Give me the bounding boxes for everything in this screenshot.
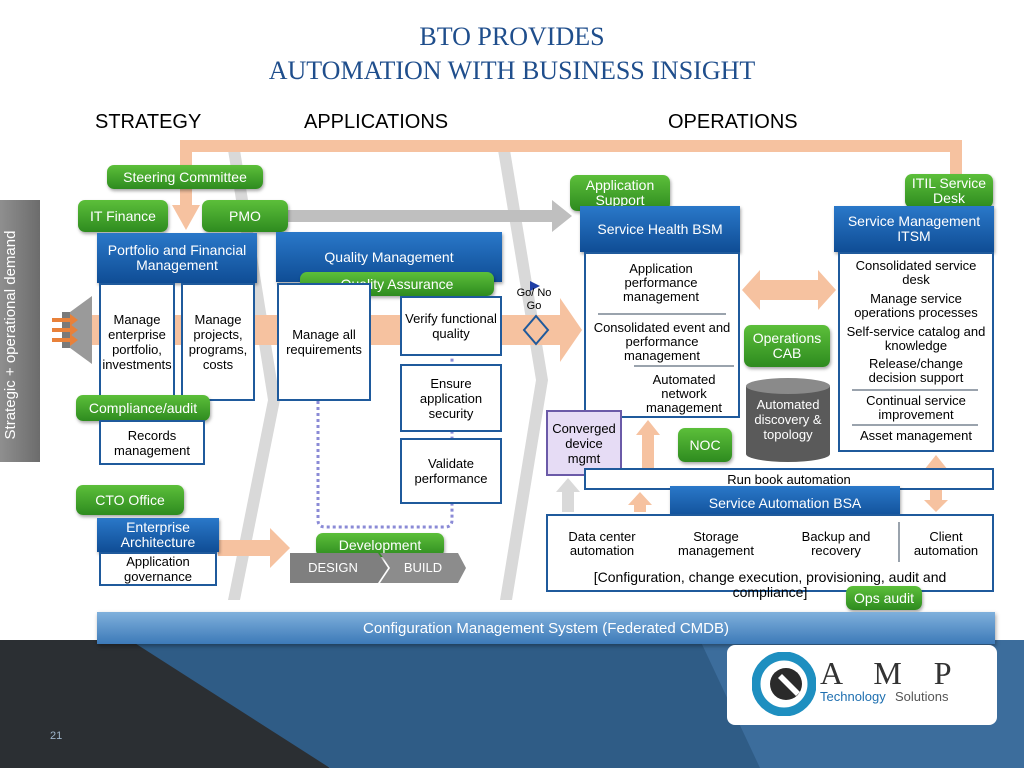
itsm-item-3: Self-service catalog and knowledge — [846, 324, 986, 353]
itsm-item-5: Continual service improvement — [866, 393, 966, 422]
ensure-box: Ensure application security — [400, 364, 502, 432]
logo-mark — [751, 651, 817, 717]
build-label: BUILD — [403, 560, 443, 575]
logo-letters: A M P — [820, 655, 964, 691]
logo-word-technology: Technology — [820, 689, 886, 704]
dc-auto-text: Data center automation — [568, 529, 636, 558]
portfolio-header: Portfolio and Financial Management — [97, 233, 257, 283]
discovery-cylinder — [746, 378, 830, 462]
ea-header: Enterprise Architecture — [97, 518, 219, 552]
storage-text: Storage management — [678, 529, 754, 558]
sh-separator — [598, 313, 726, 315]
itsm-item-6: Asset management — [859, 428, 972, 443]
logo-swirl-icon — [751, 651, 817, 717]
sa-divider — [898, 522, 900, 562]
side-label: Strategic + operational demand — [2, 230, 19, 440]
go-nogo-label: Go/ No Go — [516, 287, 552, 312]
service-health-header: Service Health BSM — [580, 206, 740, 252]
noc-tag: NOC — [678, 428, 732, 462]
cto-office-tag: CTO Office — [76, 485, 184, 515]
backup-text: Backup and recovery — [801, 529, 871, 558]
itsm-header: Service Management ITSM — [834, 206, 994, 252]
side-banner — [0, 200, 40, 462]
page-number: 21 — [50, 730, 63, 742]
apm-text: Application performance management — [623, 261, 699, 304]
config-text: [Configuration, change execution, provis… — [593, 569, 947, 600]
itsm-separator — [852, 389, 978, 391]
cmdb-bar: Configuration Management System (Federat… — [97, 612, 995, 644]
title-line-1: BTO PROVIDES — [419, 22, 605, 51]
cylinder-shape — [746, 378, 830, 462]
design-build-bar — [290, 553, 466, 583]
manage-projects-box: Manage projects, programs, costs — [181, 283, 255, 401]
it-finance-tag: IT Finance — [78, 200, 168, 232]
verify-box: Verify functional quality — [400, 296, 502, 356]
design-build-chevrons — [290, 553, 466, 583]
itsm-separator-2 — [852, 424, 978, 426]
discovery-text: Automated discovery & topology — [754, 397, 822, 442]
steering-committee-tag: Steering Committee — [107, 165, 263, 189]
manage-portfolio-box: Manage enterprise portfolio, investments — [99, 283, 175, 401]
event-text: Consolidated event and performance manag… — [593, 320, 731, 363]
title-line-2: AUTOMATION WITH BUSINESS INSIGHT — [268, 56, 756, 85]
logo-word-solutions: Solutions — [895, 689, 949, 704]
pmo-tag: PMO — [202, 200, 288, 232]
validate-box: Validate performance — [400, 438, 502, 504]
client-text: Client automation — [913, 529, 979, 558]
itsm-item-4: Release/change decision support — [868, 356, 964, 385]
itsm-item-2: Manage service operations processes — [854, 291, 978, 320]
design-label: DESIGN — [308, 560, 358, 575]
records-box: Records management — [99, 420, 205, 465]
ops-audit-tag: Ops audit — [846, 586, 922, 610]
itsm-box — [838, 252, 994, 452]
service-automation-box — [546, 514, 994, 592]
itsm-item-1: Consolidated service desk — [855, 258, 977, 287]
app-governance-box: Application governance — [99, 552, 217, 586]
column-strategy: STRATEGY — [95, 111, 202, 133]
converged-box: Converged device mgmt — [546, 410, 622, 476]
compliance-tag: Compliance/audit — [76, 395, 210, 421]
ops-cab-tag: Operations CAB — [744, 325, 830, 367]
itil-tag: ITIL Service Desk — [905, 174, 993, 208]
manage-req-box: Manage all requirements — [277, 283, 371, 401]
service-health-box — [584, 252, 740, 418]
app-support-tag: Application Support — [570, 175, 670, 211]
sh-separator-2 — [634, 365, 734, 367]
column-applications: APPLICATIONS — [304, 111, 449, 133]
column-operations: OPERATIONS — [668, 111, 798, 133]
network-text: Automated network management — [646, 372, 722, 415]
